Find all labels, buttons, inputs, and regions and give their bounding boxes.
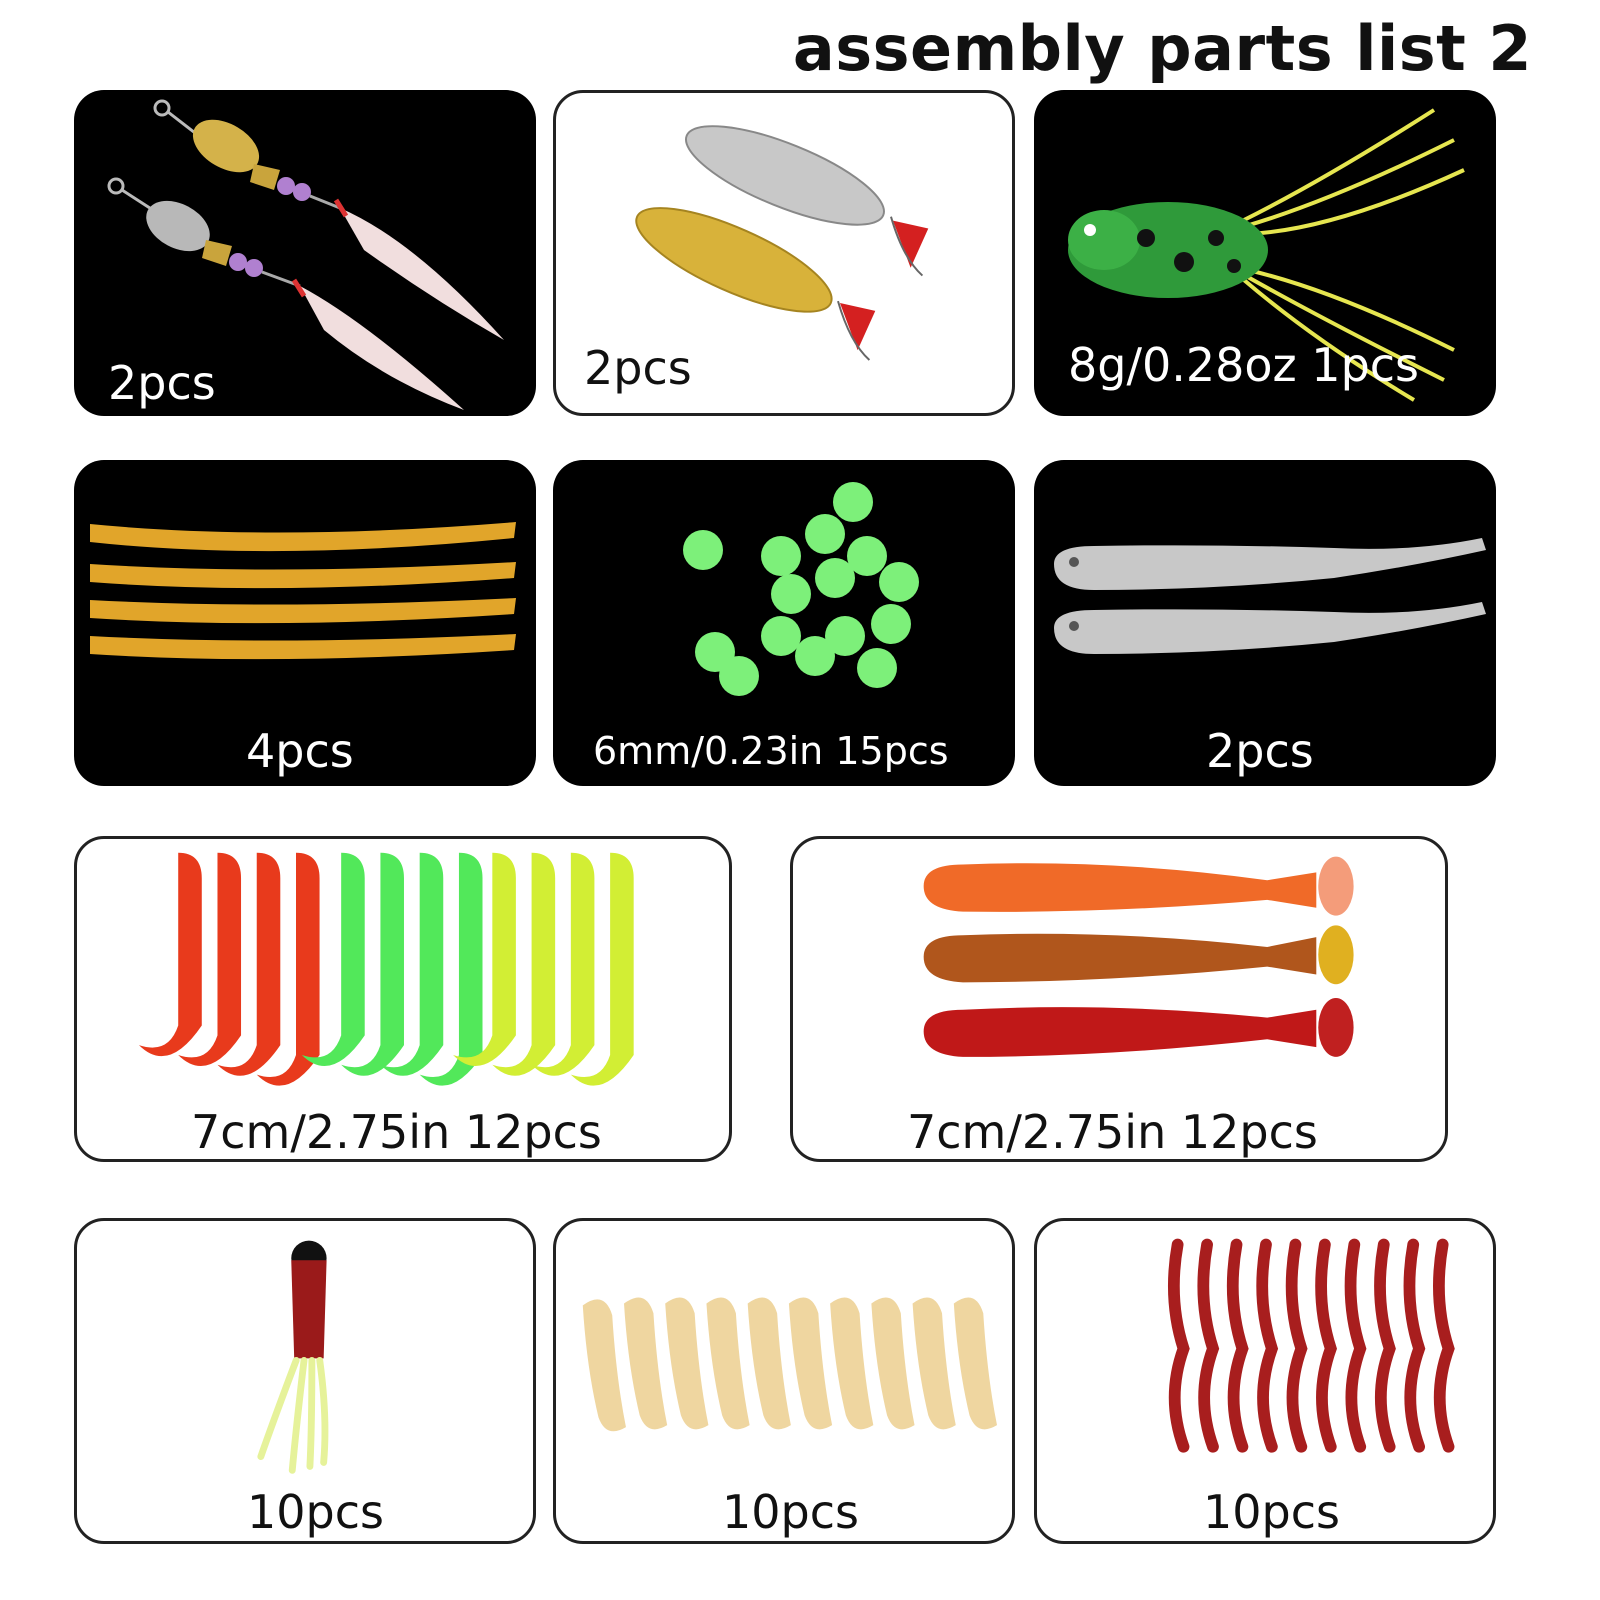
glow-bead-icon (683, 482, 919, 696)
minnow-lure-icon (1054, 538, 1486, 654)
red-worm-icon (1167, 1238, 1455, 1453)
product-card-spinner: 2pcs (74, 90, 536, 416)
frog-lure-icon (1068, 108, 1465, 402)
quantity-label: 6mm/0.23in 15pcs (593, 729, 949, 773)
quantity-label: 8g/0.28oz 1pcs (1068, 338, 1420, 392)
grub-tail-icon (138, 852, 634, 1086)
maggot-bait-icon (582, 1297, 998, 1432)
squid-skirt-icon (257, 1240, 329, 1474)
quantity-label: 2pcs (108, 356, 216, 410)
product-card-frog: 8g/0.28oz 1pcs (1034, 90, 1496, 416)
worm-lure-icon (90, 522, 516, 660)
paddle-tail-icon (923, 856, 1354, 1057)
product-card-squid: 10pcs (74, 1218, 536, 1544)
product-card-minnow: 2pcs (1034, 460, 1496, 786)
quantity-label: 10pcs (1203, 1485, 1340, 1539)
quantity-label: 10pcs (722, 1485, 859, 1539)
product-card-grub: 7cm/2.75in 12pcs (74, 836, 732, 1162)
product-card-maggot: 10pcs (553, 1218, 1015, 1544)
product-card-redworm: 10pcs (1034, 1218, 1496, 1544)
product-card-paddle: 7cm/2.75in 12pcs (790, 836, 1448, 1162)
page-title: assembly parts list 2 (792, 12, 1532, 85)
spinner-lure-icon (107, 99, 504, 410)
quantity-label: 4pcs (246, 724, 354, 778)
quantity-label: 7cm/2.75in 12pcs (191, 1105, 602, 1159)
quantity-label: 2pcs (1206, 724, 1314, 778)
quantity-label: 2pcs (584, 341, 692, 395)
spoon-lure-icon (635, 125, 929, 361)
quantity-label: 7cm/2.75in 12pcs (907, 1105, 1318, 1159)
quantity-label: 10pcs (247, 1485, 384, 1539)
product-card-worm: 4pcs (74, 460, 536, 786)
product-card-beads: 6mm/0.23in 15pcs (553, 460, 1015, 786)
product-card-spoon: 2pcs (553, 90, 1015, 416)
